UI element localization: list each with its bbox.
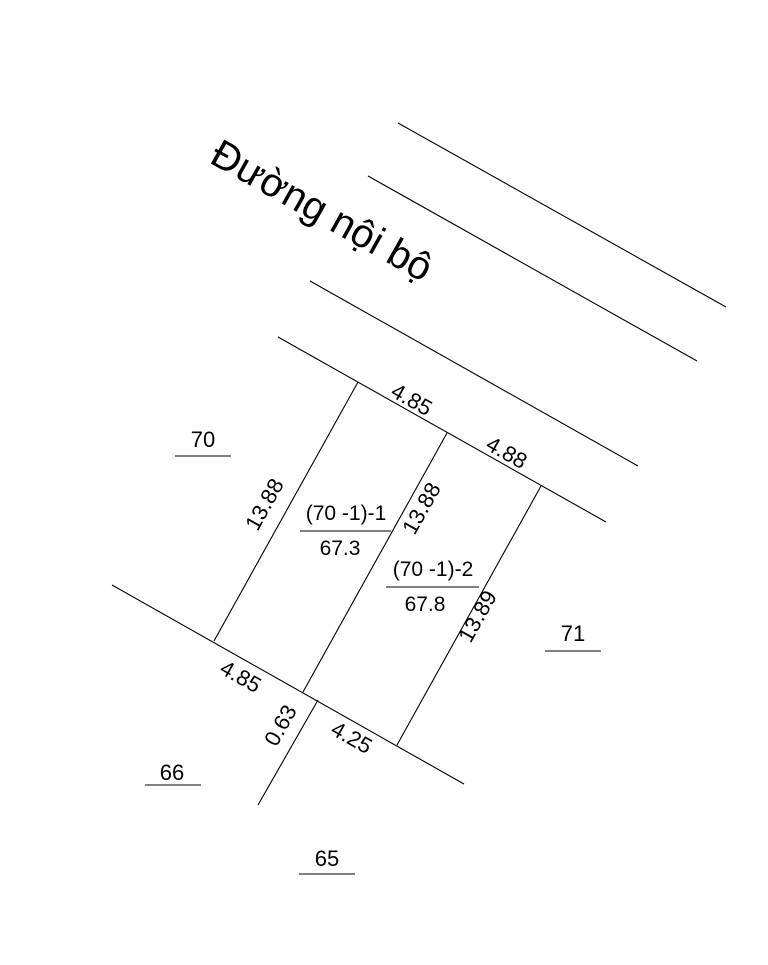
- lot2-area: 67.8: [405, 593, 446, 616]
- neighbor-65-label: 65: [315, 846, 339, 871]
- bottom-right-width-label: 4.25: [327, 716, 377, 759]
- top-right-width-label: 4.88: [482, 431, 532, 474]
- top-left-width-label: 4.85: [387, 378, 437, 421]
- neighbor-71-label: 71: [561, 621, 585, 646]
- lot2-right-boundary: [396, 485, 542, 746]
- road-label: Đường nội bộ: [204, 131, 440, 290]
- lot2-id: (70 -1)-2: [393, 558, 474, 581]
- neighbor-66-label: 66: [160, 760, 184, 785]
- bottom-left-width-label: 4.85: [216, 655, 266, 698]
- shared-boundary: [302, 432, 448, 693]
- front-boundary: [277, 336, 607, 523]
- bottom-offset-label: 0.63: [259, 701, 302, 751]
- shared-depth-label: 13.88: [397, 478, 446, 538]
- lot1-id: (70 -1)-1: [306, 502, 387, 525]
- lot2-right-depth-label: 13.89: [453, 586, 502, 646]
- lot1-left-boundary: [213, 381, 359, 642]
- offset-extension: [257, 699, 319, 806]
- road-line-1: [397, 122, 727, 308]
- road-line-2: [367, 175, 698, 362]
- neighbor-70-label: 70: [191, 427, 215, 452]
- lot1-area: 67.3: [320, 537, 361, 560]
- road-line-3: [309, 280, 639, 467]
- lot1-left-depth-label: 13.88: [240, 474, 289, 534]
- rear-boundary: [111, 584, 465, 785]
